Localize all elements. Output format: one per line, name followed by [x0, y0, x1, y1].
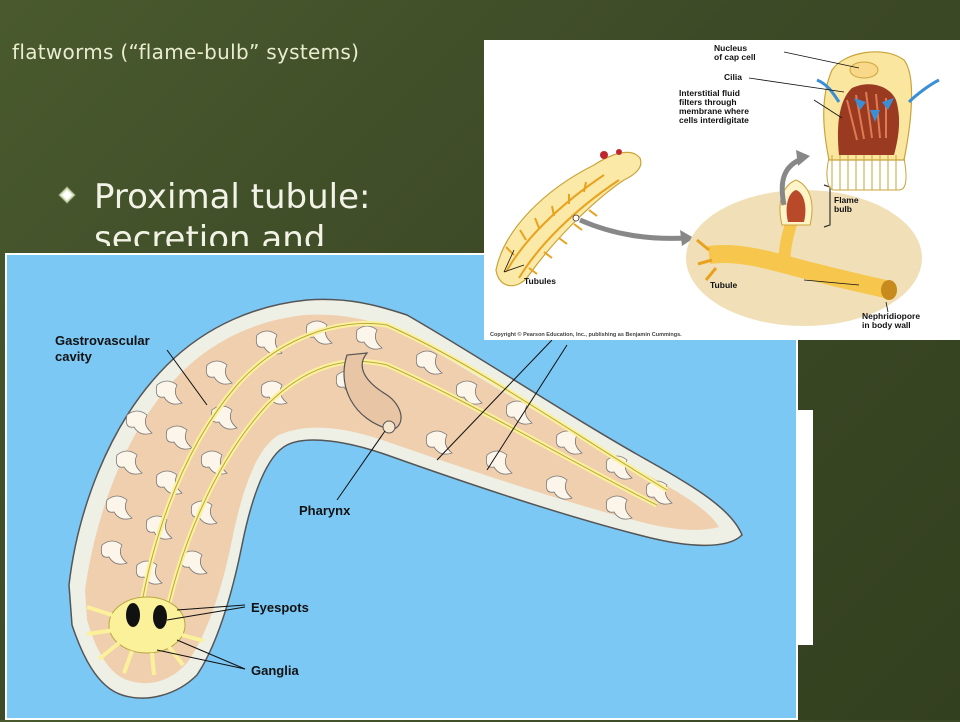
gut-branches — [100, 320, 673, 585]
label-cilia: Cilia — [724, 72, 742, 82]
planarian-illustration: Gastrovascular cavity Pharynx Eyespots G… — [55, 298, 743, 699]
label-gastrovascular-1: Gastrovascular — [55, 333, 150, 348]
eyespots-marks — [126, 603, 167, 629]
label-interstitial-1: Interstitial fluid — [679, 88, 740, 98]
label-ganglia: Ganglia — [251, 663, 299, 678]
label-interstitial-4: cells interdigitate — [679, 115, 749, 125]
copyright-text: Copyright © Pearson Education, Inc., pub… — [490, 331, 682, 338]
zoom-arrow-1 — [578, 217, 690, 241]
planarian-figure: Gastrovascular cavity Pharynx Eyespots G… — [5, 253, 798, 720]
bullet-text: Proximal tubule: secretion and — [94, 177, 371, 246]
label-interstitial-3: membrane where — [679, 106, 749, 116]
small-flame-bulb — [779, 179, 831, 228]
label-interstitial-2: filters through — [679, 97, 737, 107]
bullet-diamond-icon — [58, 186, 76, 204]
label-eyespots: Eyespots — [251, 600, 309, 615]
pharynx-shape — [343, 352, 402, 434]
label-tubules: Tubules — [524, 276, 556, 286]
flame-bulb-illustration: Nucleus of cap cell Cilia Interstitial f… — [490, 43, 940, 338]
label-tubule: Tubule — [710, 280, 737, 290]
label-nephridiopore-2: in body wall — [862, 320, 911, 330]
slide-title: flatworms (“flame-bulb” systems) — [12, 40, 360, 64]
label-flame-2: bulb — [834, 204, 852, 214]
label-flame-1: Flame — [834, 195, 859, 205]
label-gastrovascular-2: cavity — [55, 349, 93, 364]
bullet-item: Proximal tubule: secretion and — [58, 176, 478, 246]
label-pharynx: Pharynx — [299, 503, 351, 518]
flatworm-tubule-network — [495, 149, 642, 287]
flame-bulb-figure: Nucleus of cap cell Cilia Interstitial f… — [484, 40, 960, 340]
label-nucleus-2: of cap cell — [714, 52, 756, 62]
leader-lines — [156, 339, 568, 670]
flame-leader-lines — [503, 51, 889, 313]
label-nucleus-1: Nucleus — [714, 43, 747, 53]
enlarged-flame-cell — [816, 51, 940, 191]
label-nephridiopore-1: Nephridiopore — [862, 311, 920, 321]
